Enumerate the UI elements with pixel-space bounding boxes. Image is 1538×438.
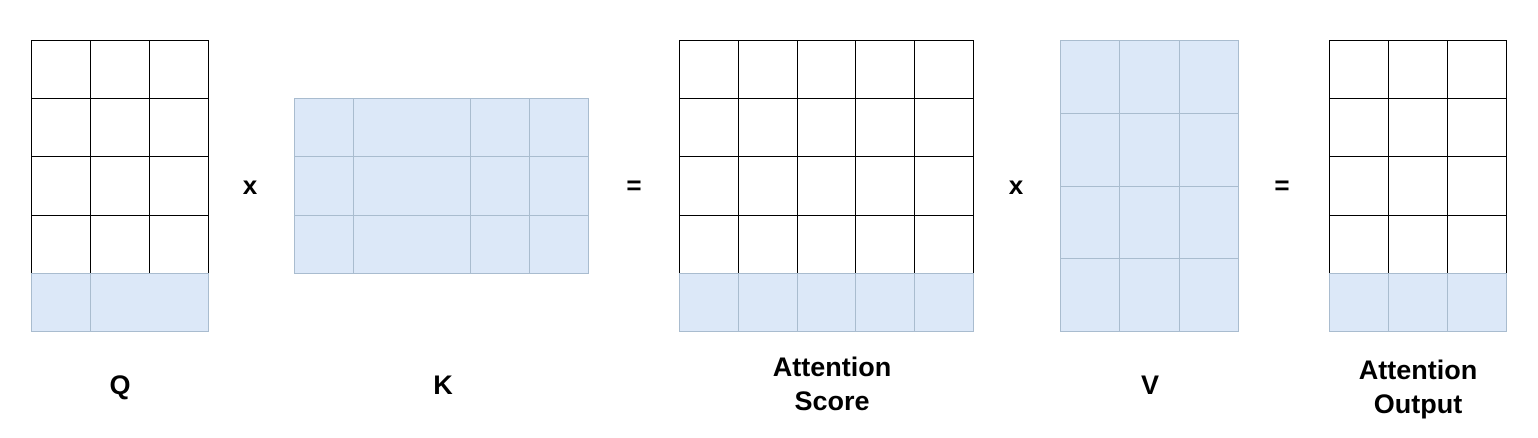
label-k-line: K bbox=[433, 370, 453, 400]
matrix-cell bbox=[737, 156, 798, 216]
matrix-cell bbox=[90, 156, 150, 216]
matrix-cell bbox=[737, 272, 798, 332]
matrix-cell bbox=[470, 156, 530, 216]
matrix-cell bbox=[1447, 156, 1507, 216]
matrix-cell bbox=[796, 98, 857, 158]
matrix-cell bbox=[737, 40, 798, 100]
matrix-cell bbox=[31, 98, 91, 158]
matrix-cell bbox=[353, 156, 471, 216]
matrix-attention-score bbox=[679, 40, 974, 332]
matrix-cell bbox=[294, 214, 354, 274]
matrix-cell bbox=[353, 214, 471, 274]
matrix-cell bbox=[470, 98, 530, 158]
multiply-operator: x bbox=[242, 170, 258, 200]
label-v-line: V bbox=[1140, 370, 1159, 400]
matrix-cell bbox=[914, 156, 974, 216]
matrix-cell bbox=[1119, 258, 1180, 332]
matrix-cell bbox=[1329, 40, 1389, 100]
matrix-cell bbox=[679, 40, 739, 100]
matrix-cell bbox=[31, 214, 91, 274]
matrix-cell bbox=[1329, 272, 1389, 332]
matrix-cell bbox=[1060, 112, 1121, 187]
label-q: Q bbox=[60, 368, 180, 402]
label-v: V bbox=[1090, 368, 1210, 402]
matrix-cell bbox=[1329, 156, 1389, 216]
matrix-cell bbox=[679, 98, 739, 158]
label-attention-output: Attention Output bbox=[1322, 353, 1514, 421]
matrix-cell bbox=[796, 40, 857, 100]
matrix-cell bbox=[529, 98, 589, 158]
matrix-cell bbox=[1329, 214, 1389, 274]
matrix-cell bbox=[90, 272, 209, 332]
matrix-cell bbox=[1060, 258, 1121, 332]
matrix-q bbox=[31, 40, 209, 332]
label-attention-score-line1: Attention bbox=[772, 352, 892, 382]
matrix-cell bbox=[90, 98, 150, 158]
matrix-cell bbox=[1060, 40, 1121, 114]
matrix-cell bbox=[1388, 156, 1448, 216]
matrix-cell bbox=[1388, 98, 1448, 158]
matrix-cell bbox=[796, 156, 857, 216]
matrix-cell bbox=[914, 272, 974, 332]
matrix-cell bbox=[1178, 112, 1239, 187]
matrix-cell bbox=[796, 214, 857, 274]
matrix-cell bbox=[679, 272, 739, 332]
matrix-cell bbox=[149, 40, 209, 100]
matrix-cell bbox=[914, 214, 974, 274]
matrix-cell bbox=[855, 40, 916, 100]
matrix-cell bbox=[1388, 40, 1448, 100]
matrix-cell bbox=[1178, 185, 1239, 260]
matrix-cell bbox=[1119, 40, 1180, 114]
matrix-cell bbox=[855, 156, 916, 216]
matrix-cell bbox=[31, 156, 91, 216]
matrix-cell bbox=[914, 98, 974, 158]
matrix-cell bbox=[1178, 258, 1239, 332]
matrix-cell bbox=[294, 156, 354, 216]
matrix-cell bbox=[470, 214, 530, 274]
multiply-operator: x bbox=[1008, 170, 1024, 200]
matrix-cell bbox=[1447, 214, 1507, 274]
matrix-v bbox=[1060, 40, 1239, 332]
matrix-cell bbox=[1119, 112, 1180, 187]
matrix-cell bbox=[1447, 98, 1507, 158]
matrix-cell bbox=[31, 40, 91, 100]
matrix-cell bbox=[294, 98, 354, 158]
matrix-k bbox=[294, 98, 590, 274]
matrix-cell bbox=[149, 156, 209, 216]
matrix-cell bbox=[1447, 40, 1507, 100]
label-attention-output-line2: Output bbox=[1373, 389, 1463, 419]
matrix-cell bbox=[1388, 214, 1448, 274]
matrix-cell bbox=[90, 214, 150, 274]
matrix-cell bbox=[737, 214, 798, 274]
matrix-cell bbox=[1178, 40, 1239, 114]
matrix-cell bbox=[529, 156, 589, 216]
matrix-cell bbox=[855, 272, 916, 332]
equals-operator: = bbox=[1274, 170, 1290, 200]
matrix-cell bbox=[1119, 185, 1180, 260]
equals-operator: = bbox=[626, 170, 642, 200]
matrix-cell bbox=[1447, 272, 1507, 332]
label-attention-score: Attention Score bbox=[736, 350, 928, 418]
matrix-cell bbox=[737, 98, 798, 158]
matrix-cell bbox=[353, 98, 471, 158]
matrix-cell bbox=[796, 272, 857, 332]
matrix-attention-output bbox=[1329, 40, 1507, 332]
matrix-cell bbox=[1388, 272, 1448, 332]
matrix-cell bbox=[1329, 98, 1389, 158]
matrix-cell bbox=[679, 156, 739, 216]
matrix-cell bbox=[31, 272, 91, 332]
matrix-cell bbox=[529, 214, 589, 274]
label-attention-score-line2: Score bbox=[794, 386, 870, 416]
label-q-line: Q bbox=[109, 370, 131, 400]
matrix-cell bbox=[149, 98, 209, 158]
matrix-cell bbox=[679, 214, 739, 274]
matrix-cell bbox=[90, 40, 150, 100]
label-attention-output-line1: Attention bbox=[1358, 355, 1478, 385]
matrix-cell bbox=[149, 214, 209, 274]
matrix-cell bbox=[914, 40, 974, 100]
matrix-cell bbox=[855, 214, 916, 274]
label-k: K bbox=[383, 368, 503, 402]
matrix-cell bbox=[1060, 185, 1121, 260]
matrix-cell bbox=[855, 98, 916, 158]
